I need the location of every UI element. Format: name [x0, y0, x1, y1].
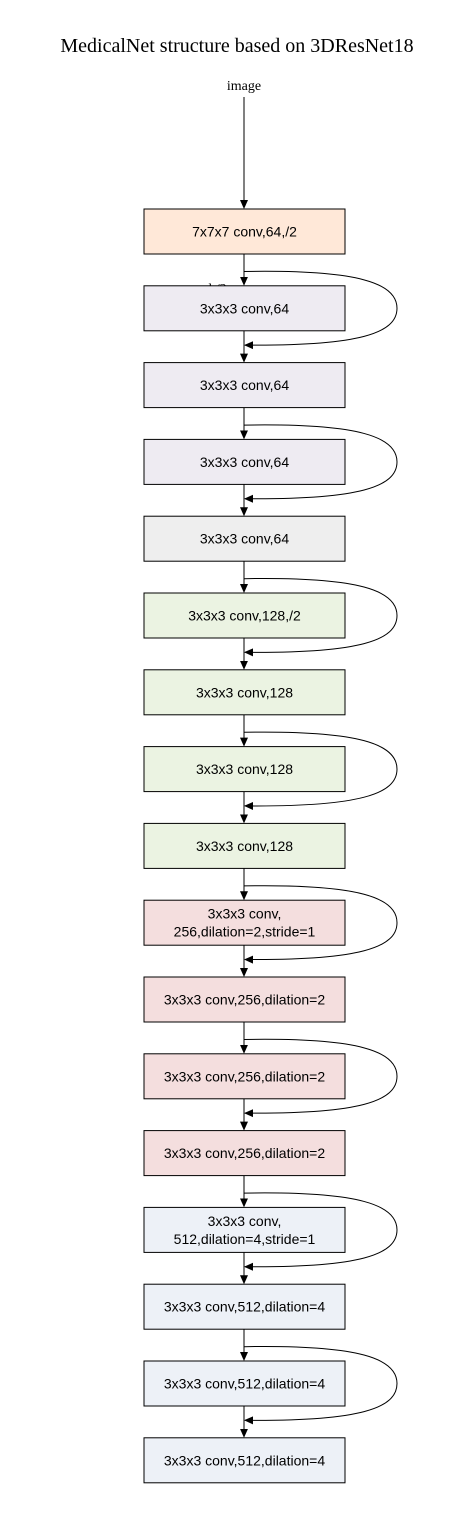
- layer-block: 3x3x3 conv,256,dilation=2: [143, 976, 346, 1023]
- layer-box: [143, 746, 346, 793]
- layer-label: 3x3x3 conv,256,dilation=2: [164, 1068, 325, 1084]
- layer-label: 3x3x3 conv,: [208, 1213, 282, 1229]
- layer-block: 3x3x3 conv,512,dilation=4: [143, 1283, 346, 1330]
- layer-box: [143, 1206, 346, 1253]
- layer-label: 3x3x3 conv,64: [200, 300, 289, 316]
- layer-label: 3x3x3 conv,512,dilation=4: [164, 1376, 325, 1392]
- layer-label: 3x3x3 conv,64: [200, 454, 289, 470]
- skip-connection-arrow: [243, 1192, 398, 1271]
- layer-label: 3x3x3 conv,64: [200, 531, 289, 547]
- layer-block: 3x3x3 conv,128: [143, 822, 346, 869]
- layer-box: [143, 899, 346, 946]
- layer-block: 3x3x3 conv,256,dilation=2: [143, 1053, 346, 1100]
- layer-box: [143, 822, 346, 869]
- layer-block: 3x3x3 conv, 256,dilation=2,stride=1: [143, 899, 346, 946]
- layer-block: 3x3x3 conv,64: [143, 515, 346, 562]
- layer-block: 7x7x7 conv,64,/2: [143, 208, 346, 255]
- layer-label: 3x3x3 conv,512,dilation=4: [164, 1299, 325, 1315]
- layer-label: 3x3x3 conv,256,dilation=2: [164, 992, 325, 1008]
- layer-block: 3x3x3 conv,128: [143, 746, 346, 793]
- layer-box: [143, 285, 346, 332]
- diagram-title: MedicalNet structure based on 3DResNet18: [60, 35, 413, 57]
- layer-box: [143, 1360, 346, 1407]
- skip-connection-arrow: [243, 578, 398, 657]
- layer-label: 7x7x7 conv,64,/2: [192, 224, 297, 240]
- layer-block: 3x3x3 conv,64: [143, 362, 346, 409]
- layer-box: [143, 669, 346, 716]
- skip-connection-arrow: [243, 885, 398, 964]
- layer-label: 3x3x3 conv,128,/2: [188, 608, 301, 624]
- layer-box: [143, 976, 346, 1023]
- connections: [240, 97, 398, 1438]
- layer-label: 256,dilation=2,stride=1: [174, 924, 316, 940]
- layer-box: [143, 1130, 346, 1177]
- layer-blocks: 7x7x7 conv,64,/2 3x3x3 conv,64 3x3x3 conv,…: [143, 208, 346, 1484]
- layer-label: 512,dilation=4,stride=1: [174, 1231, 316, 1247]
- layer-box: [143, 515, 346, 562]
- layer-block: 3x3x3 conv,128,/2: [143, 592, 346, 639]
- layer-block: 3x3x3 conv,128: [143, 669, 346, 716]
- skip-connection-arrow: [243, 1038, 398, 1118]
- layer-block: 3x3x3 conv,64: [143, 438, 346, 485]
- layer-block: 3x3x3 conv, 512,dilation=4,stride=1: [143, 1206, 346, 1253]
- layer-box: [143, 592, 346, 639]
- skip-connection-arrow: [243, 731, 398, 810]
- layer-block: 3x3x3 conv,256,dilation=2: [143, 1130, 346, 1177]
- layer-label: 3x3x3 conv,: [208, 906, 282, 922]
- layer-label: 3x3x3 conv,128: [196, 838, 293, 854]
- layer-box: [143, 208, 346, 255]
- layer-label: 3x3x3 conv,128: [196, 684, 293, 700]
- layer-block: 3x3x3 conv,512,dilation=4: [143, 1437, 346, 1484]
- layer-box: [143, 1437, 346, 1484]
- layer-box: [143, 1053, 346, 1100]
- layer-box: [143, 438, 346, 485]
- layer-box: [143, 1283, 346, 1330]
- layer-label: 3x3x3 conv,128: [196, 761, 293, 777]
- input-label: image: [227, 79, 261, 94]
- layer-block: 3x3x3 conv,512,dilation=4: [143, 1360, 346, 1407]
- layer-box: [143, 362, 346, 409]
- skip-connection-arrow: [243, 1346, 398, 1425]
- layer-label: 3x3x3 conv,64: [200, 377, 289, 393]
- skip-connection-arrow: [243, 424, 398, 503]
- layer-label: 3x3x3 conv,256,dilation=2: [164, 1145, 325, 1161]
- layer-label: 3x3x3 conv,512,dilation=4: [164, 1452, 325, 1468]
- skip-connection-arrow: [243, 270, 398, 350]
- layer-block: 3x3x3 conv,64: [143, 285, 346, 332]
